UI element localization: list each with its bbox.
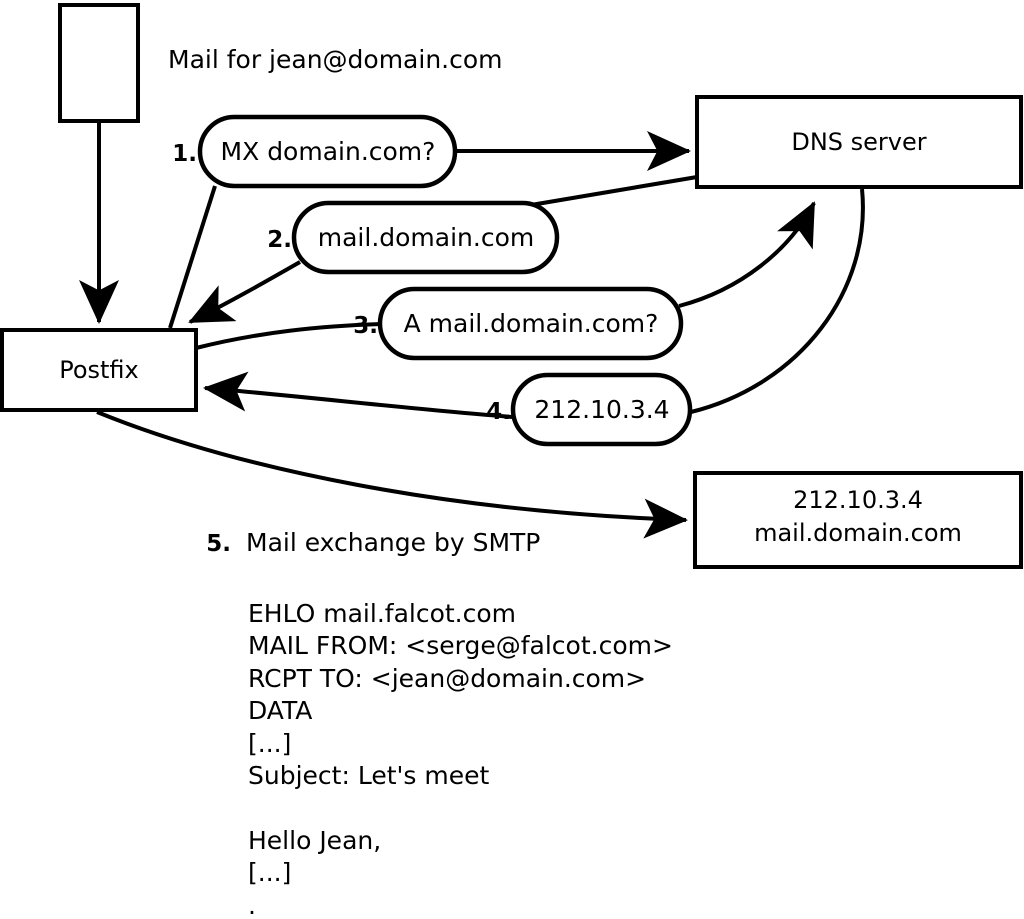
node-mailserver: 212.10.3.4 mail.domain.com bbox=[693, 471, 1023, 569]
edge-postfix-to-mailserver bbox=[96, 410, 688, 539]
step-4-bubble-group: 4. 212.10.3.4 bbox=[486, 372, 693, 447]
edge-step3-bubble-to-dns bbox=[678, 201, 816, 308]
smtp-line-5: [...] bbox=[248, 729, 291, 758]
step-4-bubble-label: 212.10.3.4 bbox=[534, 395, 669, 424]
step-5-number: 5. bbox=[206, 531, 231, 557]
edge-step4-bubble-to-postfix bbox=[203, 371, 514, 419]
node-postfix: Postfix bbox=[0, 328, 198, 412]
step-1-number: 1. bbox=[172, 141, 197, 167]
node-dns-server-box bbox=[695, 95, 1023, 189]
smtp-line-4: DATA bbox=[248, 696, 312, 725]
step-3-number: 3. bbox=[353, 313, 378, 339]
step-4-number: 4. bbox=[486, 399, 511, 425]
smtp-line-1: EHLO mail.falcot.com bbox=[248, 599, 516, 628]
edge-dns-to-step2-bubble bbox=[530, 175, 698, 207]
node-dns-server: DNS server bbox=[695, 95, 1023, 189]
step-3-bubble bbox=[377, 286, 684, 361]
edge-step2-bubble-to-postfix bbox=[188, 260, 301, 324]
node-mailserver-hostname-label: mail.domain.com bbox=[754, 519, 962, 547]
step-2-bubble bbox=[291, 200, 560, 275]
step-2-number: 2. bbox=[267, 227, 292, 253]
step-4-bubble bbox=[510, 372, 693, 447]
edge-postfix-to-step3-bubble bbox=[195, 322, 382, 350]
step-2-bubble-label: mail.domain.com bbox=[318, 223, 534, 252]
node-mailserver-ip-label: 212.10.3.4 bbox=[793, 486, 923, 514]
node-mailserver-box bbox=[693, 471, 1023, 569]
smtp-line-3: RCPT TO: <jean@domain.com> bbox=[248, 664, 646, 693]
diagram-title-text: Mail for jean@domain.com bbox=[168, 45, 503, 74]
node-sender-box bbox=[58, 3, 140, 123]
step-1-bubble bbox=[197, 114, 458, 189]
node-postfix-label: Postfix bbox=[59, 356, 139, 384]
edge-dns-to-step4-bubble bbox=[690, 188, 865, 414]
step-5-caption: Mail exchange by SMTP bbox=[246, 528, 540, 557]
step-3-bubble-group: 3. A mail.domain.com? bbox=[353, 286, 684, 361]
step-3-bubble-label: A mail.domain.com? bbox=[404, 309, 659, 338]
smtp-line-2: MAIL FROM: <serge@falcot.com> bbox=[248, 631, 673, 660]
node-postfix-box bbox=[0, 328, 198, 412]
message-body-line-1: Hello Jean, bbox=[248, 826, 381, 855]
message-body-line-3: . bbox=[248, 891, 256, 919]
smtp-line-6: Subject: Let's meet bbox=[248, 761, 489, 790]
step-2-bubble-group: 2. mail.domain.com bbox=[267, 200, 560, 275]
node-dns-server-label: DNS server bbox=[791, 128, 926, 156]
step-1-bubble-group: 1. MX domain.com? bbox=[172, 114, 458, 189]
edge-postfix-to-step1-bubble bbox=[168, 185, 217, 329]
message-body-line-2: [...] bbox=[248, 858, 291, 887]
step-1-bubble-label: MX domain.com? bbox=[221, 137, 436, 166]
